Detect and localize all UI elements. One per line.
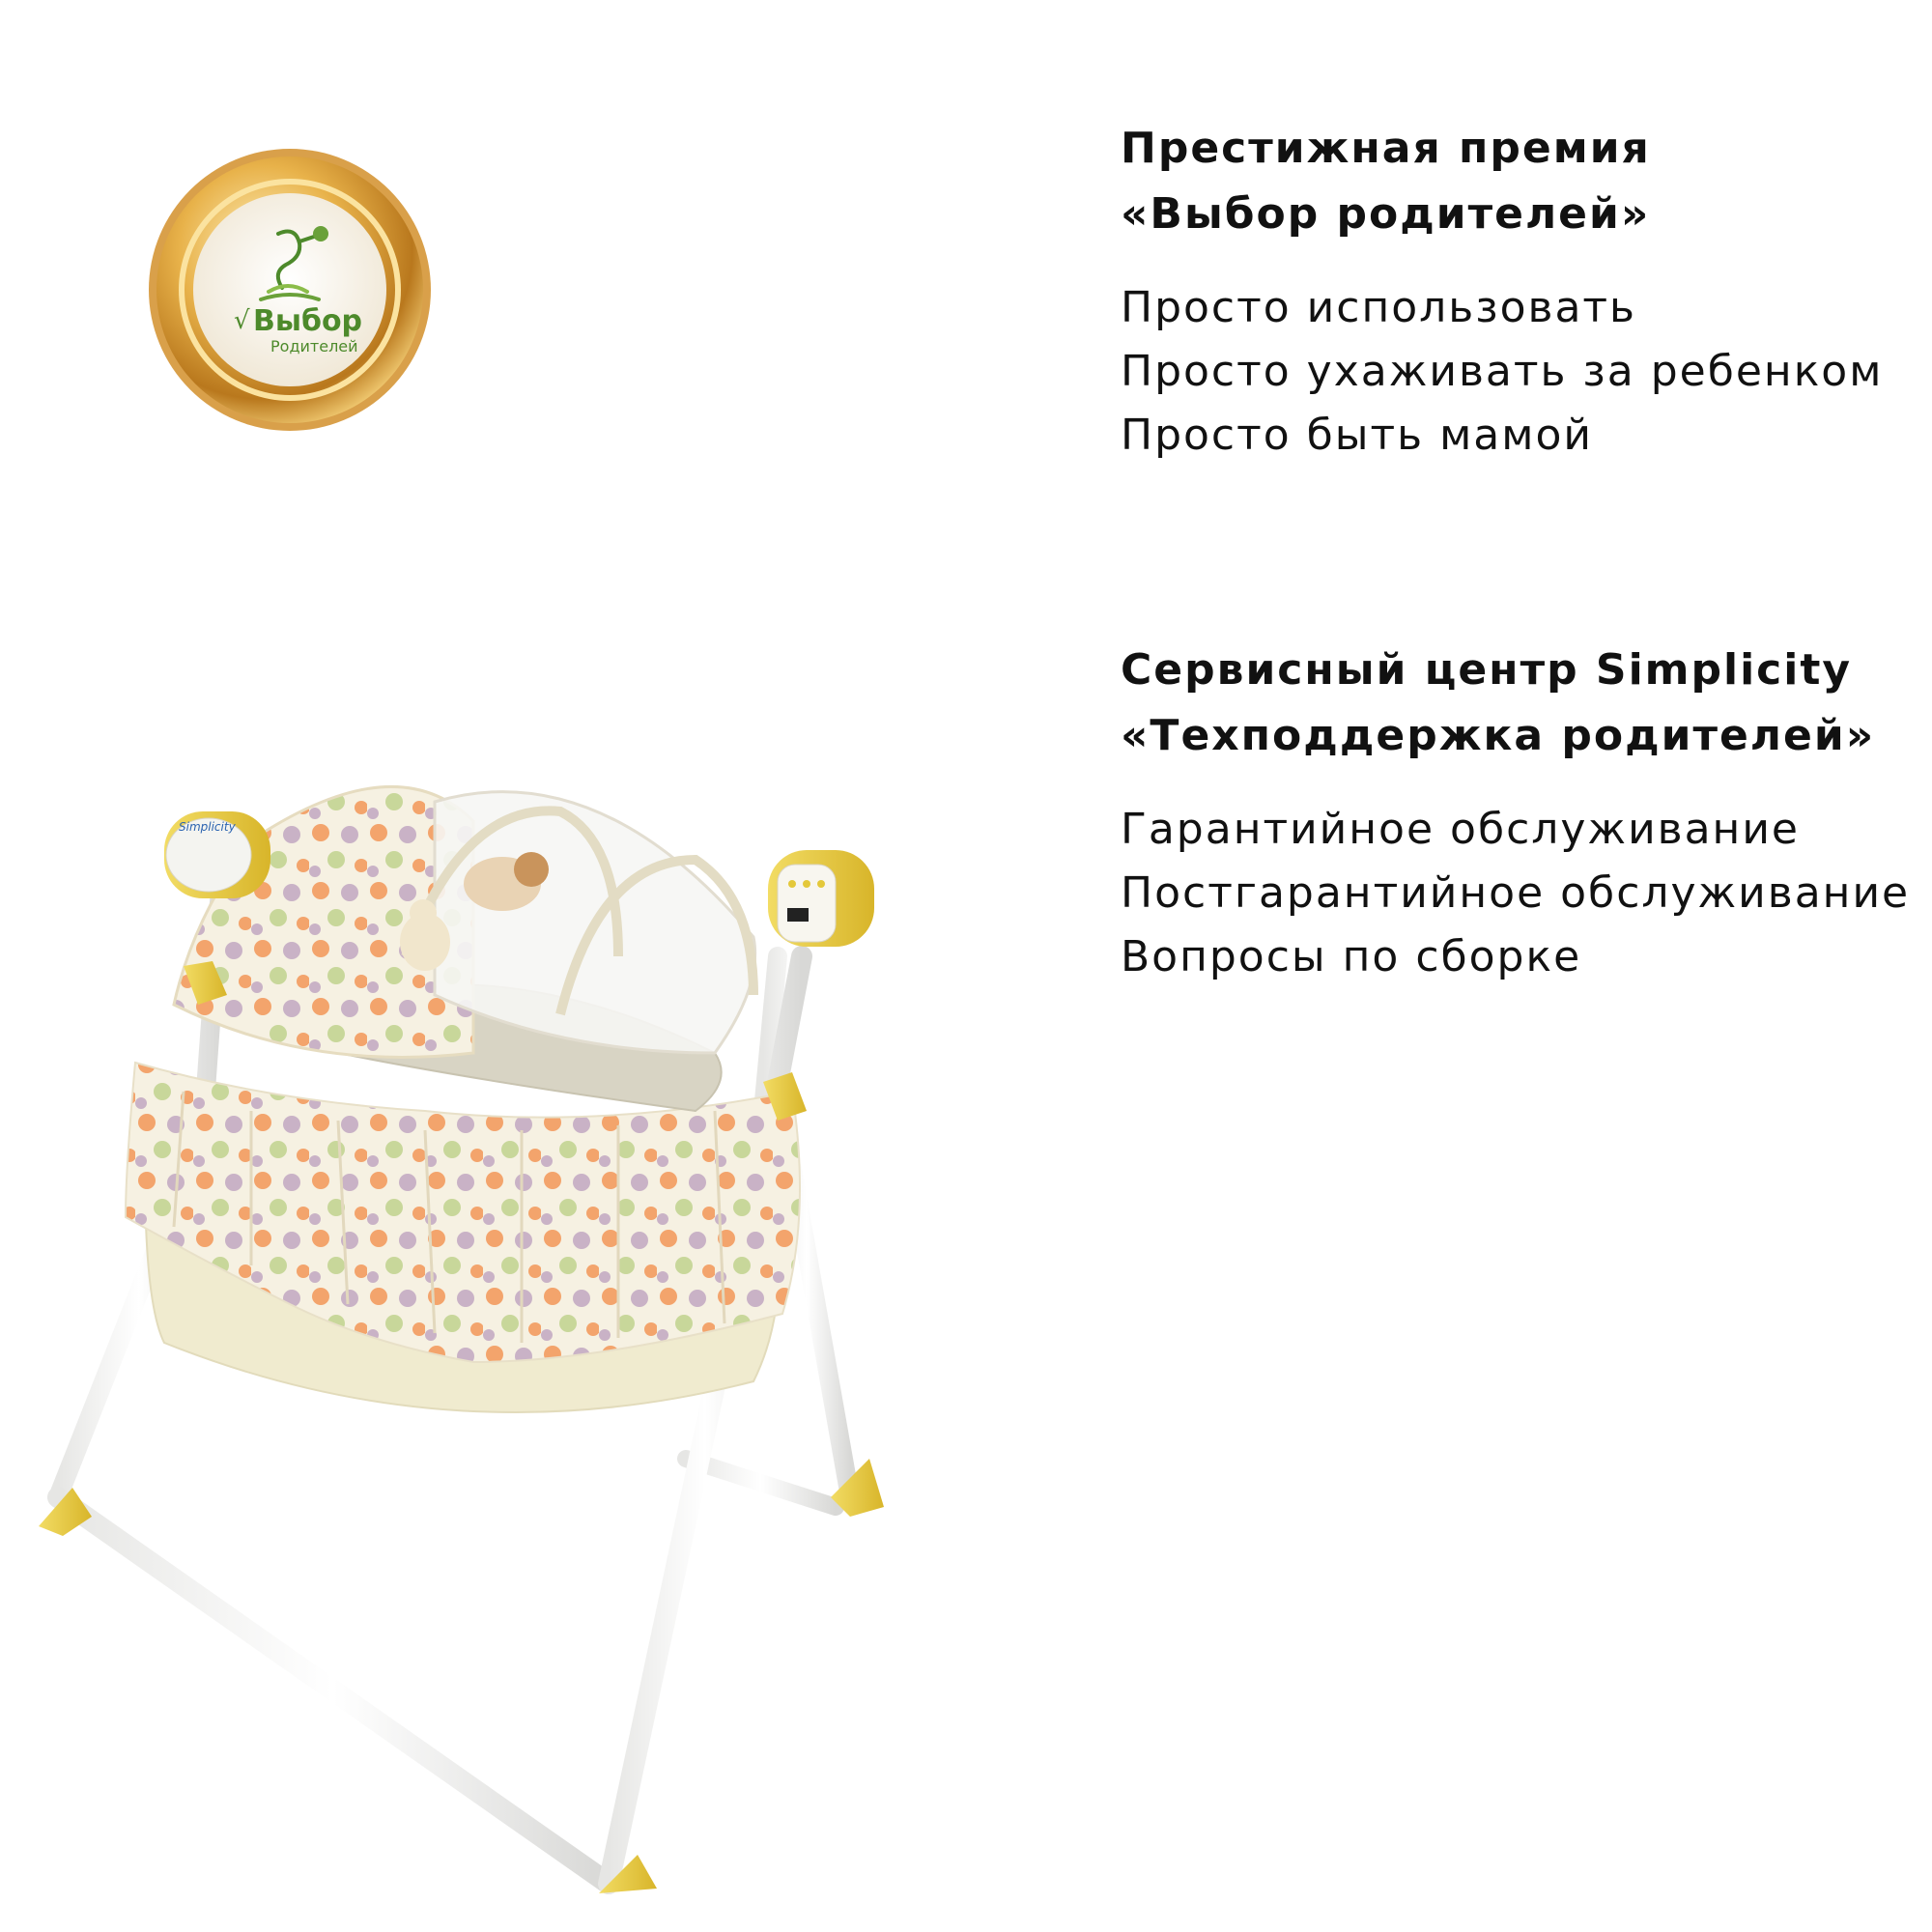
skirt-ruffle-lines xyxy=(172,1091,726,1343)
award-title-line1: Престижная премия xyxy=(1121,124,1651,173)
hanging-toys xyxy=(400,852,549,971)
cradle-basket xyxy=(124,982,801,1413)
canopy xyxy=(172,785,758,1059)
front-base-bar xyxy=(47,1487,619,1894)
baby-cradle-illustration: Simplicity xyxy=(39,785,884,1894)
control-panel xyxy=(768,850,874,947)
award-badge: √ Выбор Родителей xyxy=(149,149,431,431)
badge-check-mark: √ xyxy=(234,306,250,335)
award-benefit-1: Просто использовать xyxy=(1121,283,1636,332)
award-section: Престижная премия «Выбор родителей» Прос… xyxy=(1121,116,1883,468)
front-foot xyxy=(599,1855,657,1893)
service-items-list: Гарантийное обслуживание Постгарантийное… xyxy=(1121,798,1910,989)
service-item-1: Гарантийное обслуживание xyxy=(1121,805,1800,854)
bear-toy-icon xyxy=(400,913,450,971)
badge-logo-subtext: Родителей xyxy=(270,337,358,355)
stork-icon xyxy=(259,226,328,301)
badge-logo-text: Выбор xyxy=(253,304,362,338)
left-foot xyxy=(39,1488,92,1536)
back-base-bar xyxy=(677,1450,844,1516)
badge-ring xyxy=(179,179,401,401)
patterned-skirt xyxy=(124,1061,801,1364)
control-button-1 xyxy=(788,880,796,888)
service-title-line1: Сервисный центр Simplicity xyxy=(1121,645,1853,695)
speaker-unit: Simplicity xyxy=(164,811,270,898)
control-display xyxy=(787,908,809,922)
canopy-arch-2 xyxy=(555,854,758,1016)
left-joint xyxy=(184,961,227,1005)
control-button-2 xyxy=(803,880,810,888)
award-benefit-2: Просто ухаживать за ребенком xyxy=(1121,347,1884,396)
brand-label: Simplicity xyxy=(179,820,237,834)
service-section: Сервисный центр Simplicity «Техподдержка… xyxy=(1121,638,1910,989)
right-foot xyxy=(831,1459,884,1517)
service-item-3: Вопросы по сборке xyxy=(1121,932,1582,981)
control-button-3 xyxy=(817,880,825,888)
service-title-line2: «Техподдержка родителей» xyxy=(1121,711,1876,760)
right-joint xyxy=(763,1072,807,1121)
canopy-arch-1 xyxy=(401,806,623,958)
badge-center xyxy=(193,193,386,386)
award-benefits-list: Просто использовать Просто ухаживать за … xyxy=(1121,276,1883,468)
award-benefit-3: Просто быть мамой xyxy=(1121,411,1593,460)
frame-joints xyxy=(39,961,884,1893)
award-title-line2: «Выбор родителей» xyxy=(1121,189,1651,239)
service-item-2: Постгарантийное обслуживание xyxy=(1121,868,1911,918)
